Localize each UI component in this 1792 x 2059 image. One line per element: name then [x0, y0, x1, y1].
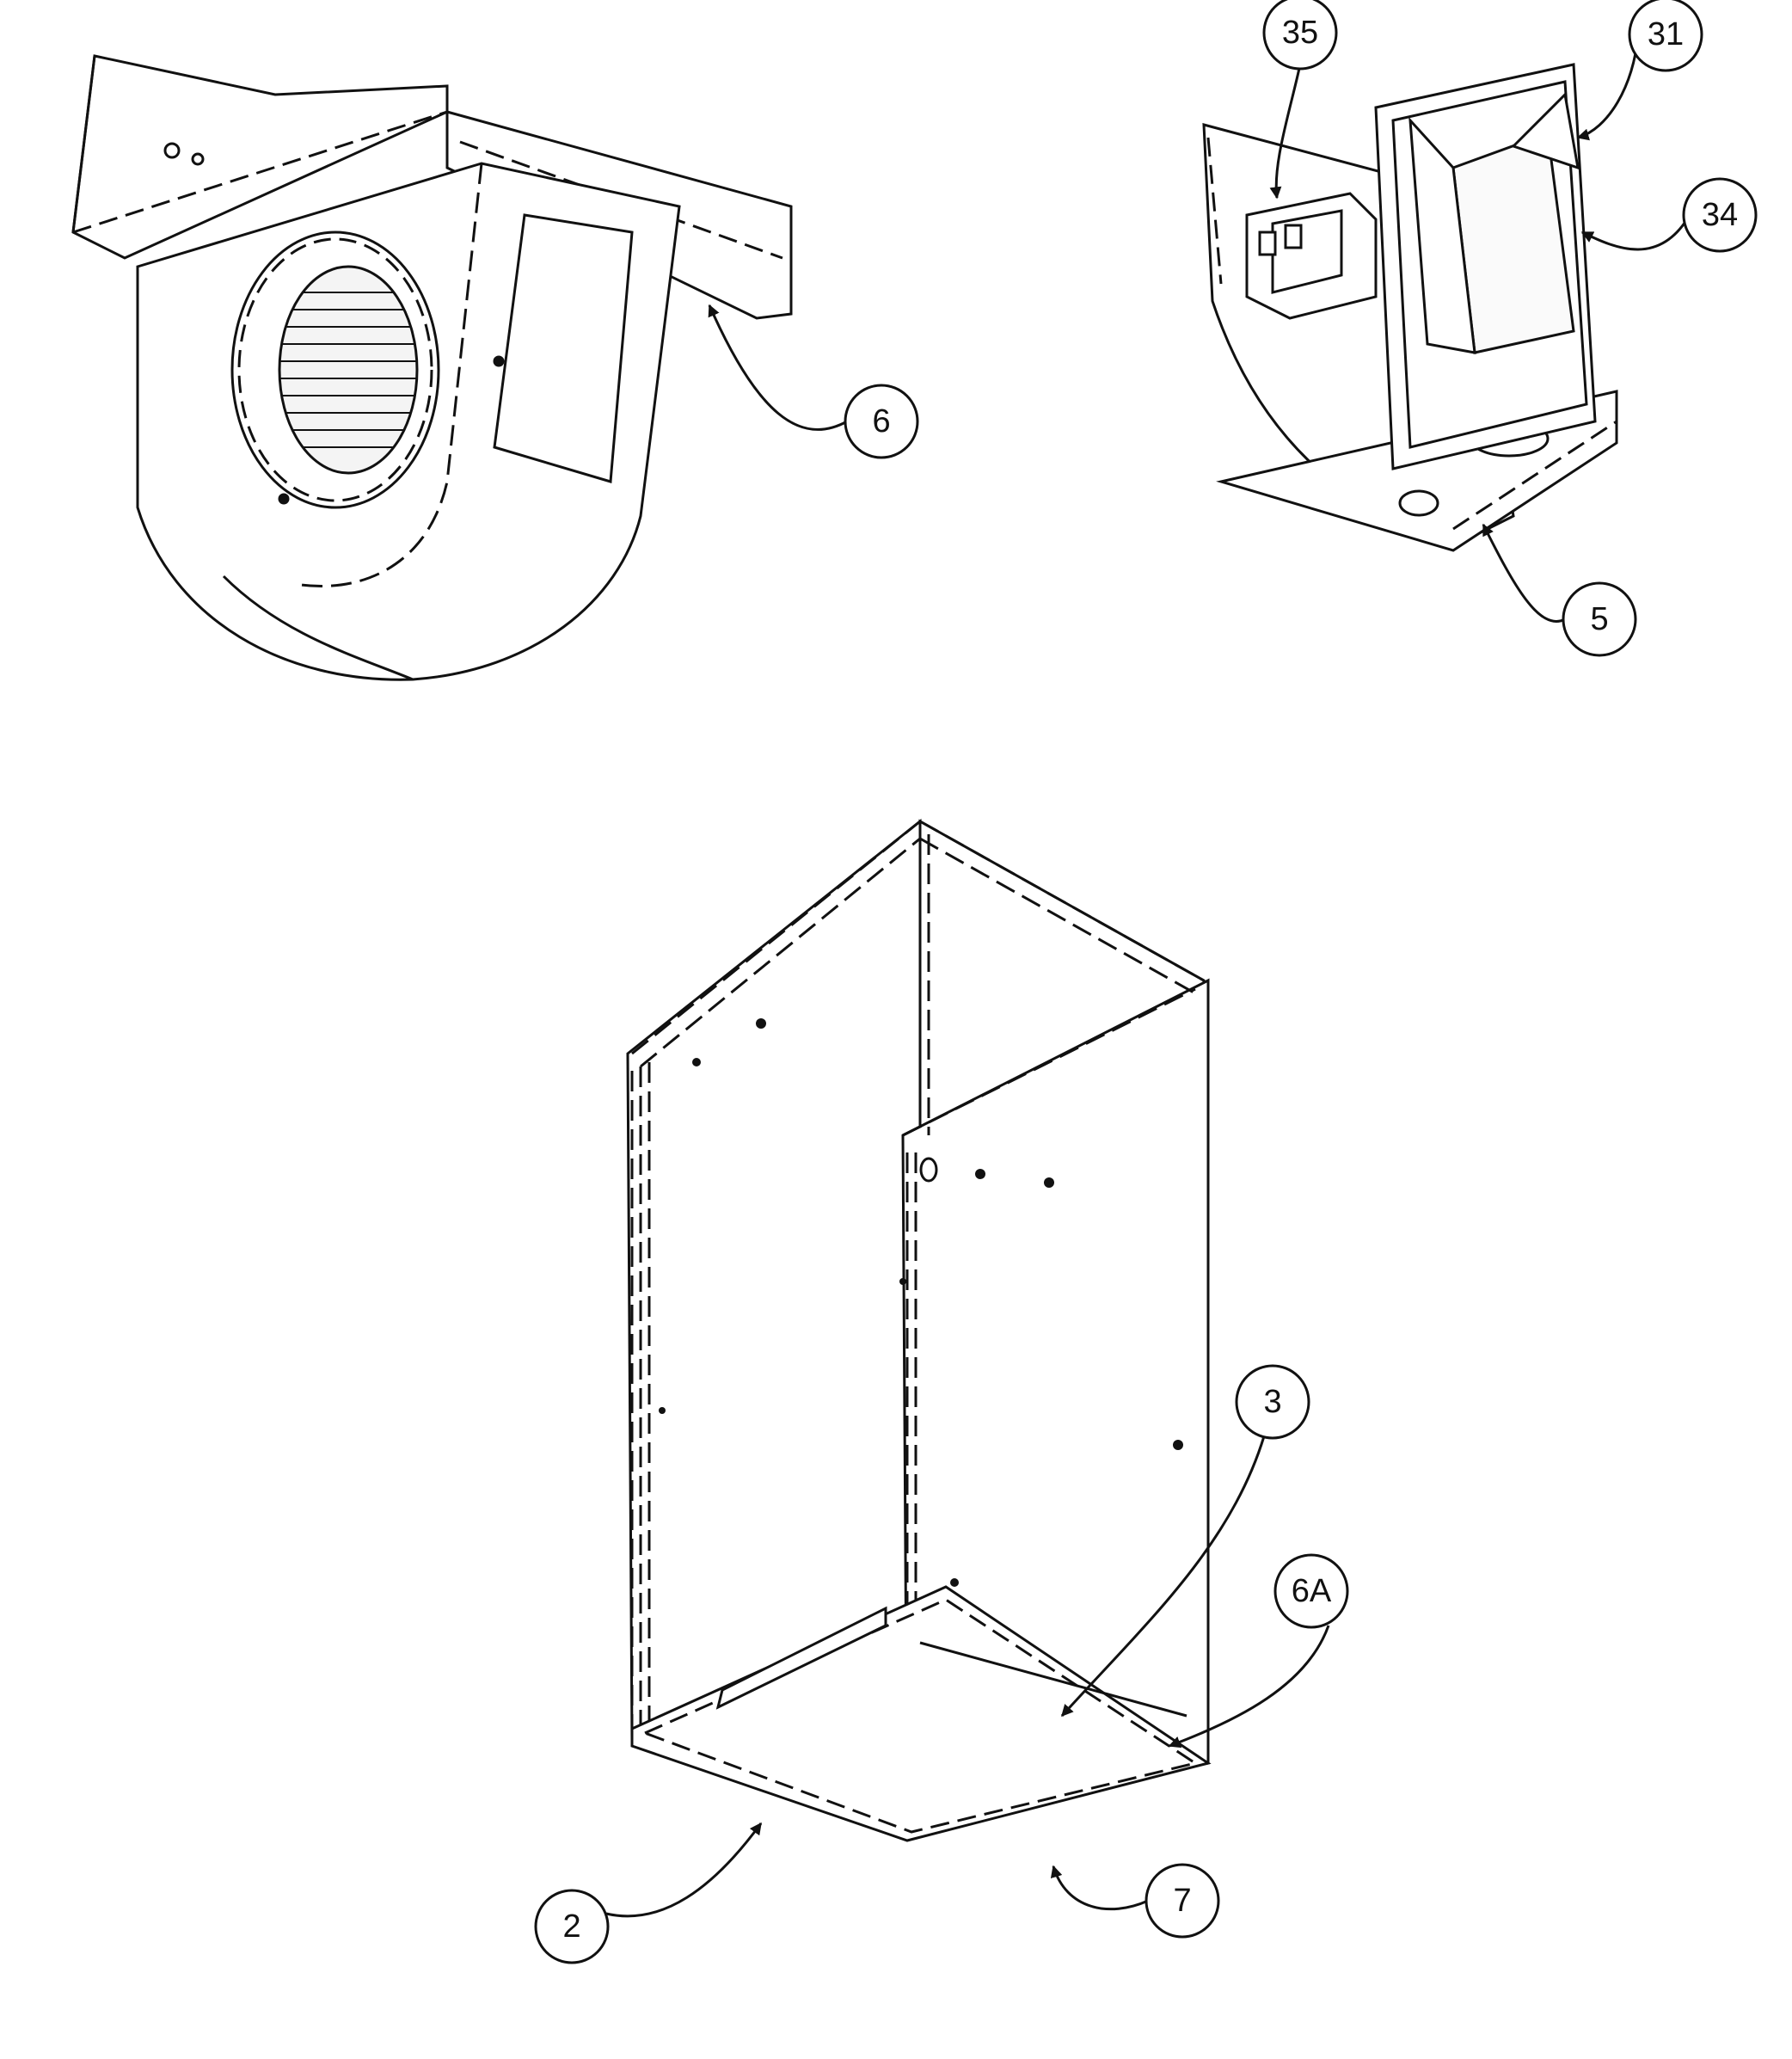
callout-leader-lines [605, 34, 1691, 1918]
callout-34: 34 [1682, 177, 1758, 253]
leader-7 [1050, 1865, 1149, 1911]
transformer-35 [1245, 192, 1378, 320]
leader-3 [1060, 1435, 1266, 1718]
cabinet-base [630, 1585, 1212, 1842]
leader-6A [1168, 1625, 1330, 1749]
control-box-assembly [1202, 63, 1618, 552]
callout-5-label: 5 [1590, 601, 1608, 637]
callout-6A-label: 6A [1292, 1573, 1332, 1609]
leader-31 [1576, 34, 1640, 141]
callout-5: 5 [1562, 581, 1637, 657]
callout-34-label: 34 [1702, 197, 1738, 233]
blower-assembly [71, 54, 793, 681]
leader-2 [605, 1822, 763, 1918]
callout-3-label: 3 [1263, 1384, 1281, 1420]
callout-35-label: 35 [1282, 15, 1318, 51]
callout-31: 31 [1628, 0, 1703, 72]
callout-6: 6 [844, 384, 919, 459]
motor-label-plate [493, 213, 634, 483]
callout-35: 35 [1262, 0, 1338, 71]
leader-6 [708, 304, 848, 431]
blower-wheel [278, 265, 419, 475]
callout-2: 2 [534, 1889, 610, 1964]
callout-2-label: 2 [562, 1908, 580, 1945]
callout-6-label: 6 [872, 403, 890, 439]
callout-7: 7 [1145, 1863, 1220, 1939]
callout-bubbles: 35 31 34 6 5 3 6A 2 [534, 0, 1758, 1964]
callout-6A: 6A [1273, 1553, 1349, 1629]
leader-34 [1580, 214, 1691, 251]
callout-3: 3 [1235, 1364, 1310, 1440]
leader-35 [1269, 64, 1302, 200]
cabinet-assembly [626, 818, 1212, 1842]
callout-31-label: 31 [1648, 16, 1684, 52]
callout-7-label: 7 [1173, 1883, 1191, 1919]
blower-wheel-blades [280, 292, 416, 448]
leader-5 [1482, 523, 1566, 623]
